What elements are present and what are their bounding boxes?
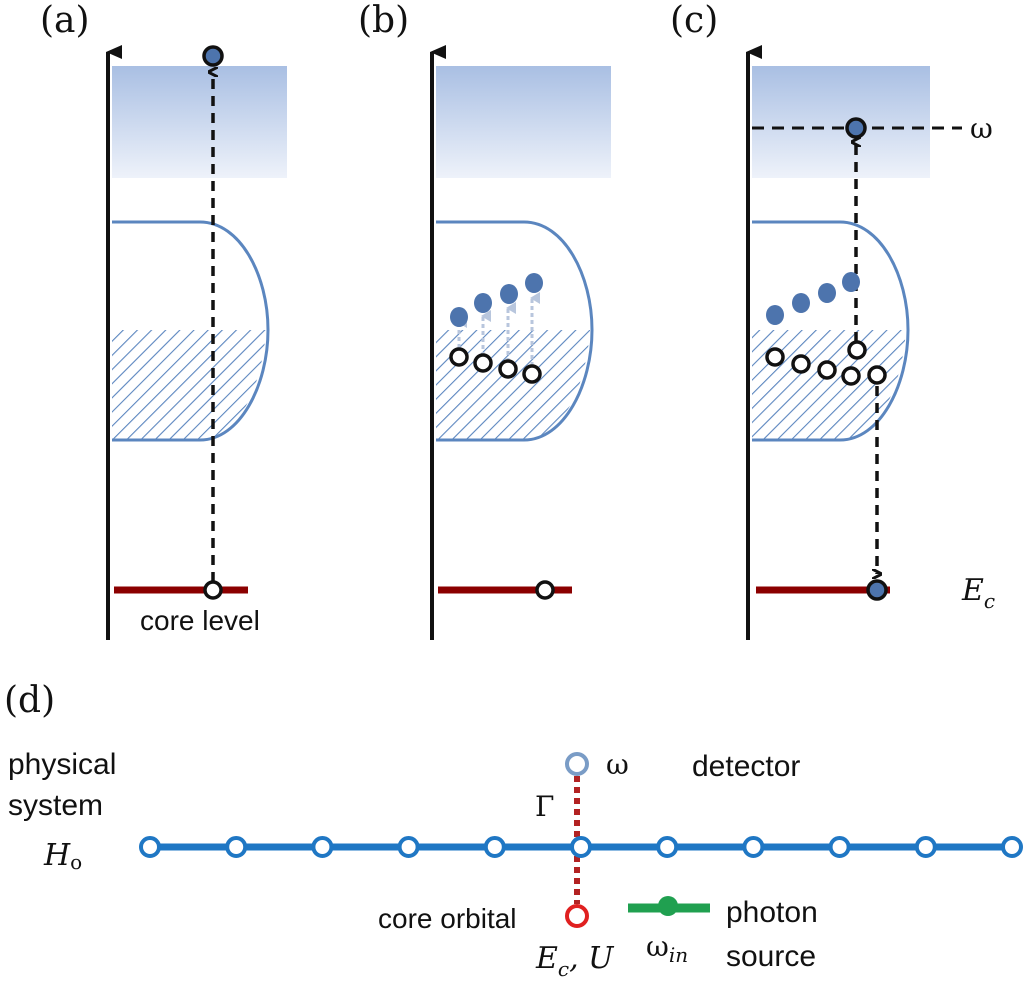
hamiltonian-label: Ho (43, 838, 82, 874)
source-label: source (726, 940, 816, 973)
valence-band-hatched (752, 330, 906, 440)
core-orbital-label: core orbital (378, 903, 517, 934)
excited-electron (842, 272, 860, 292)
lattice-site (828, 836, 851, 858)
lattice-site (656, 836, 679, 858)
core-level-label: core level (140, 605, 260, 636)
photon-label: photon (726, 896, 818, 929)
lattice-site (311, 836, 334, 858)
valence-hole (847, 340, 867, 360)
particle-hole-pairs (449, 273, 543, 384)
lattice-site (742, 836, 765, 858)
valence-band-outline (112, 220, 270, 442)
valence-band-outline (436, 220, 594, 442)
core-orbital-site (565, 904, 589, 928)
detector-site (565, 752, 589, 776)
omega-in-label: ωin (646, 930, 688, 967)
valence-band-hatched (436, 330, 590, 440)
panel-label-d: (d) (4, 680, 55, 721)
lattice-site (1001, 836, 1023, 858)
panel-b (430, 45, 611, 640)
panel-label-c: (c) (670, 0, 718, 41)
photon-source-site (658, 896, 678, 916)
panel-a: core level (106, 45, 287, 640)
valence-band-outline (752, 220, 910, 442)
gamma-label: Γ (535, 790, 554, 823)
valence-hole (449, 347, 469, 367)
core-hole (203, 580, 223, 600)
conduction-band (752, 66, 930, 178)
valence-band-hatched (112, 330, 266, 440)
lattice-site (483, 836, 506, 858)
valence-hole (498, 359, 518, 379)
valence-hole (841, 366, 861, 386)
valence-hole (791, 354, 811, 374)
lattice-site (225, 836, 248, 858)
panel-d: physical system Ho ω detector Γ core orb… (8, 748, 1023, 981)
lattice-sites (139, 836, 1023, 858)
valence-hole (817, 360, 837, 380)
panel-label-a: (a) (40, 0, 90, 41)
lattice-site (570, 836, 592, 858)
lattice-site (914, 836, 937, 858)
excited-electron (474, 293, 492, 313)
ec-label: Ec (961, 573, 995, 613)
excited-electron (500, 284, 518, 304)
panel-c: ω Ec (746, 45, 995, 640)
detector-label: detector (692, 750, 800, 783)
physical-system-label-line2: system (8, 789, 103, 822)
valence-hole (765, 347, 785, 367)
lattice-site (139, 836, 161, 858)
excited-electron (766, 305, 784, 325)
valence-hole (473, 353, 493, 373)
core-hole (535, 580, 555, 600)
filled-core-level (866, 579, 888, 601)
excited-electron (845, 117, 867, 139)
valence-hole (867, 365, 887, 385)
excited-electron (202, 45, 224, 67)
excited-electron (450, 307, 468, 327)
lattice-site (397, 836, 420, 858)
ec-u-label: Ec, U (535, 941, 615, 981)
excited-electron (818, 283, 836, 303)
physical-system-label-line1: physical (8, 748, 116, 781)
conduction-band (112, 66, 287, 178)
excited-electron (525, 273, 543, 293)
panel-label-b: (b) (358, 0, 409, 41)
conduction-band (436, 66, 611, 178)
omega-label: ω (606, 748, 629, 781)
omega-label: ω (970, 112, 993, 145)
excited-electron (792, 293, 810, 313)
valence-hole (522, 364, 542, 384)
particle-hole-pairs (765, 272, 887, 386)
